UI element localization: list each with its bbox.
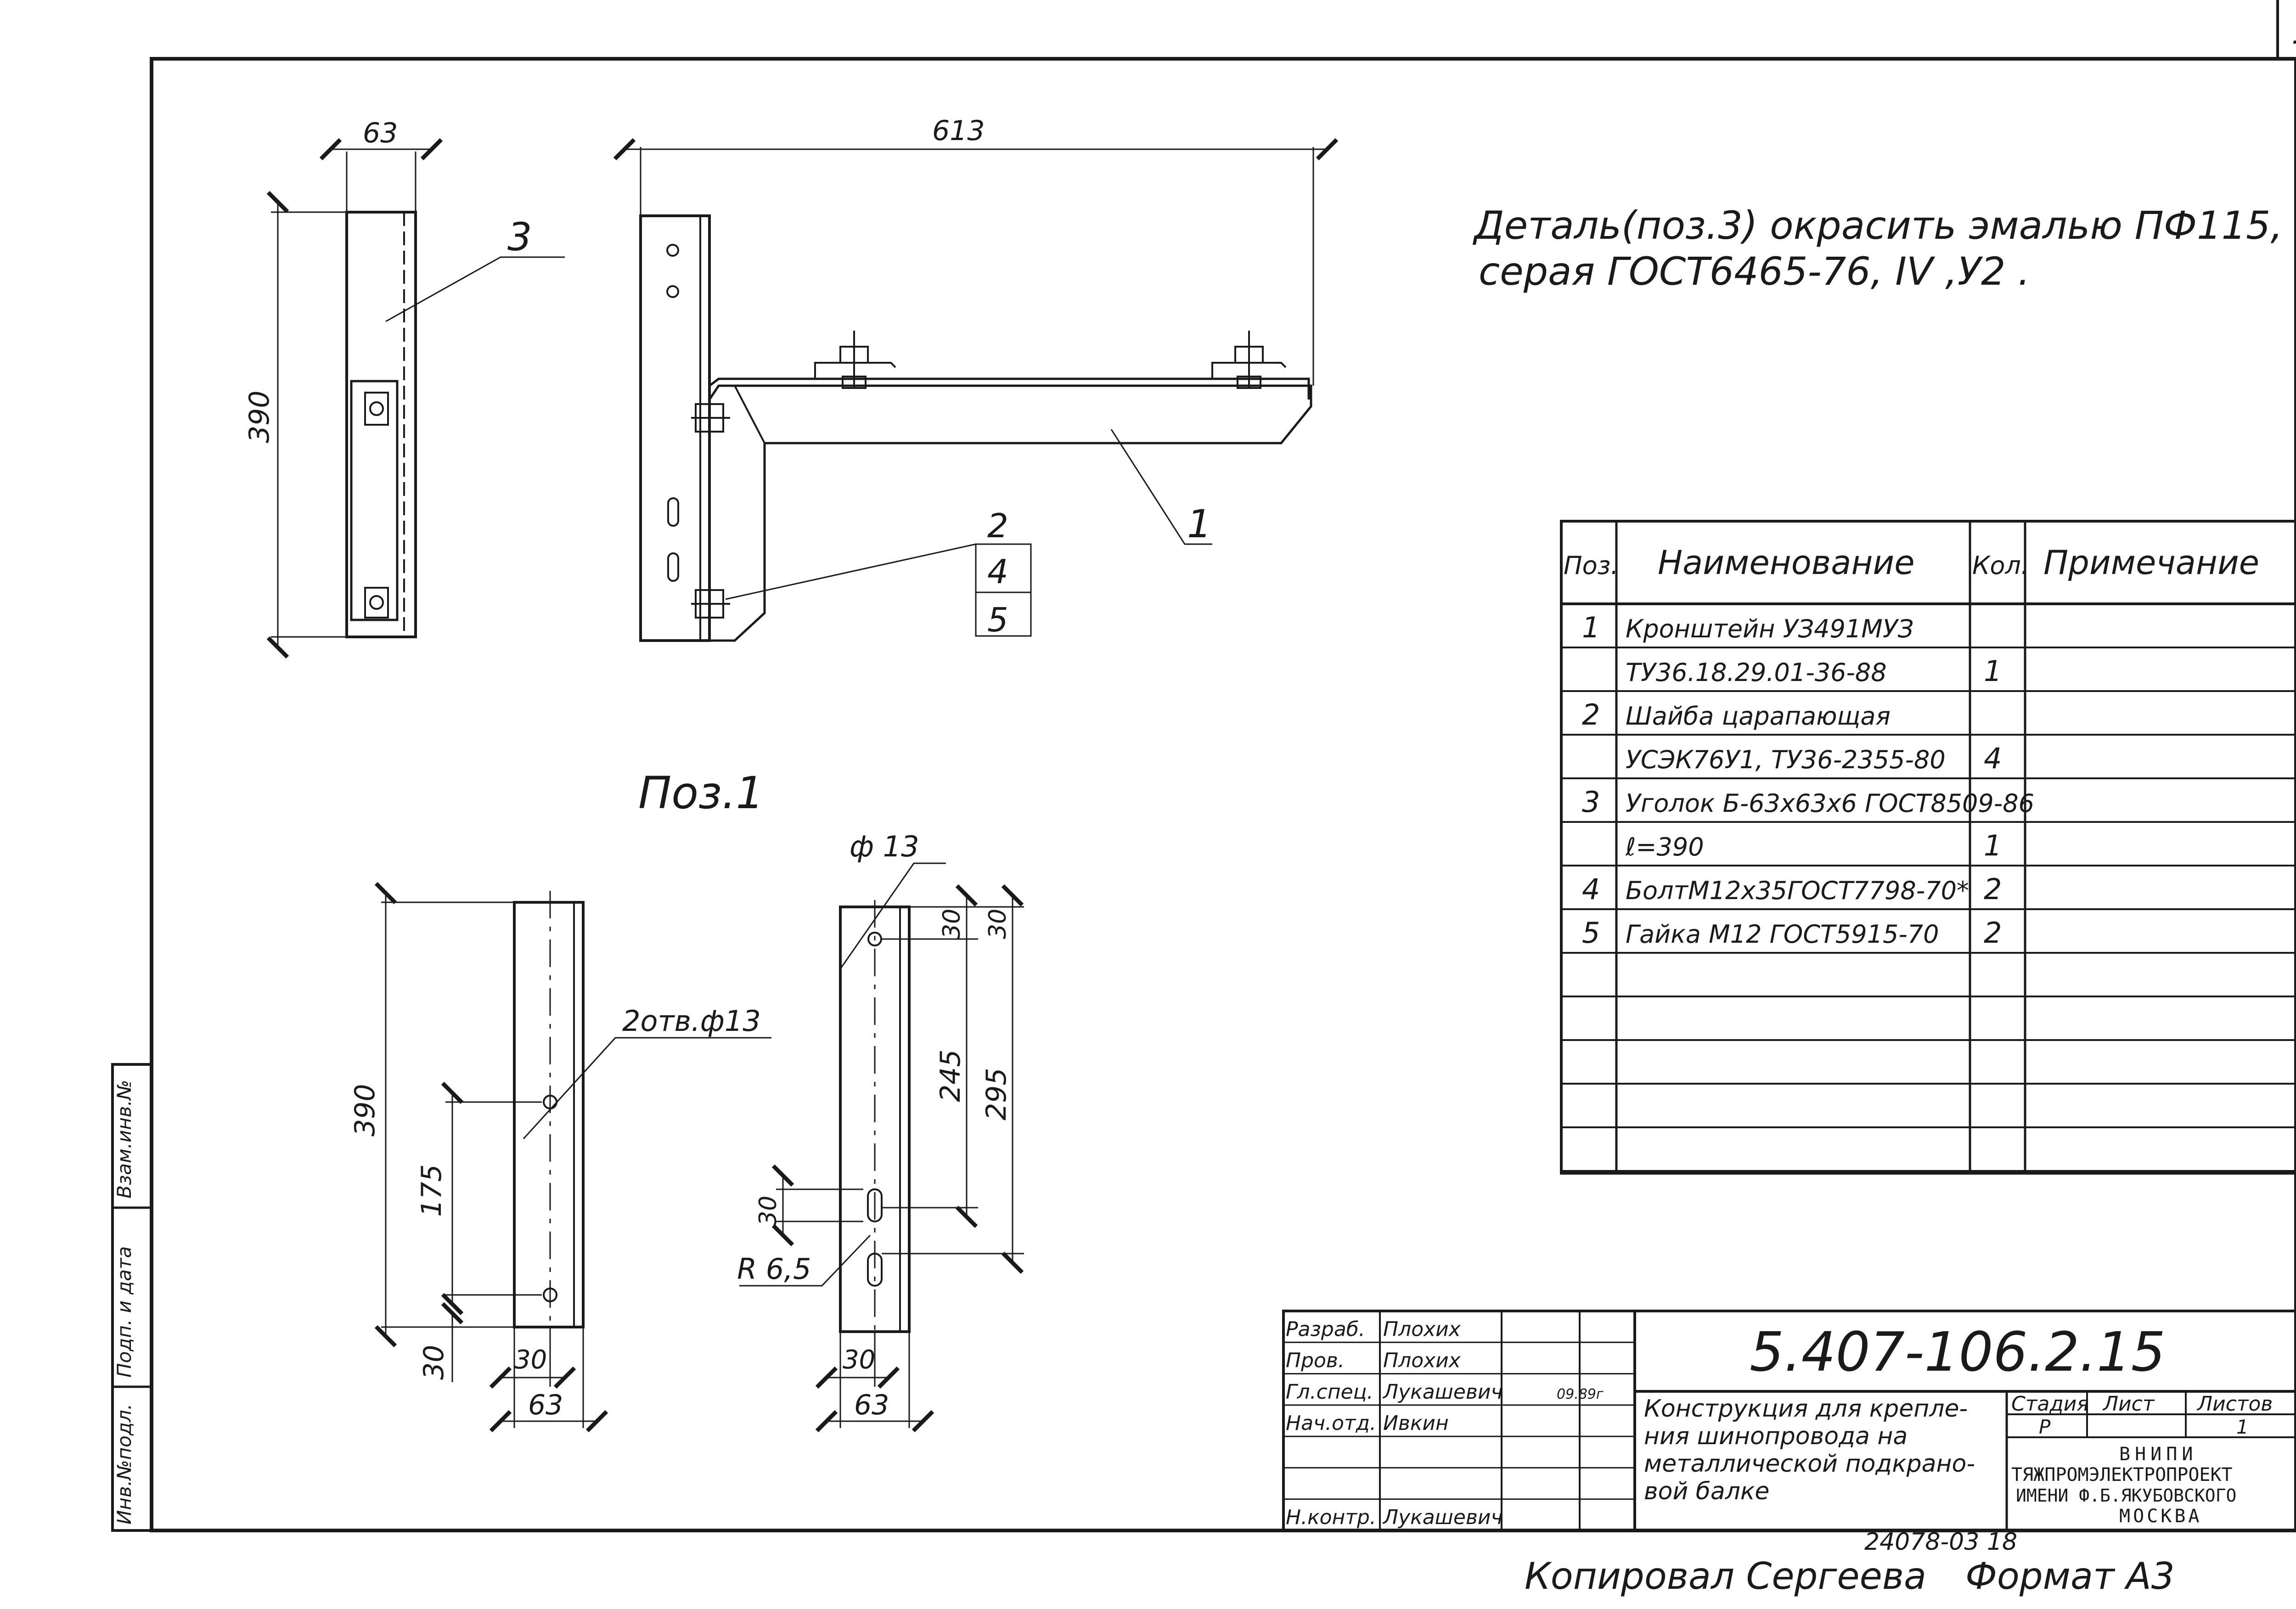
sheets-value: 1 [2236,1416,2249,1438]
pos1-side-top-dim-outer: 30 [984,909,1012,939]
spec-cell-name: Уголок Б-63х63х6 ГОСТ8509-86 [1626,789,2034,818]
title-name: Ивкин [1383,1412,1449,1435]
archive-number: 24078-03 18 [1864,1528,2017,1556]
spec-cell-qty: 2 [1984,916,2002,950]
detail-3-view: 63 390 3 [243,117,565,659]
pos1-side-view: ф 13 30 30 245 295 30 R 6,5 30 63 [737,830,1024,1433]
pos1-front-offset-dim: 30 [514,1345,547,1375]
stage-value: Р [2039,1416,2051,1438]
spec-cell-qty: 1 [1984,829,2002,862]
spec-cell-name: Шайба царапающая [1626,702,1891,731]
side-stamp-sign: Подп. и дата [113,1246,135,1378]
spec-cell-pos: 2 [1582,698,1600,731]
pos1-title: Поз.1 [638,767,764,819]
assembly-width-dim: 613 [932,115,985,147]
side-stamp-replace: Взам.инв.№ [113,1080,135,1198]
org-line1: ВНИПИ [2119,1444,2197,1465]
spec-header-qty: Кол. [1972,551,2029,580]
page-number: 17 [2291,10,2296,52]
title-role: Пров. [1286,1349,1345,1373]
description-line1: Конструкция для крепле- [1644,1395,1968,1423]
assembly-leader-1: 1 [1187,501,1211,546]
description-line3: металлической подкрано- [1644,1450,1975,1478]
pos1-front-bottom-dim: 30 [418,1345,450,1380]
title-name: Плохих [1383,1317,1461,1341]
spec-header-pos: Поз. [1564,551,1619,580]
pos1-front-view: 390 175 30 30 63 2отв.ф13 [349,882,771,1433]
sheet-header: Лист [2102,1392,2155,1416]
spec-cell-qty: 4 [1984,742,2002,775]
spec-header-note: Примечание [2043,543,2259,582]
paint-note-line2: серая ГОСТ6465-76, IV ,У2 . [1479,249,2030,294]
title-role: Разраб. [1286,1317,1365,1341]
org-line4: МОСКВА [2119,1506,2202,1527]
assembly-leader-2: 2 [987,506,1008,545]
description-line2: ния шинопровода на [1644,1423,1908,1450]
side-stamp-inv: Инв.№подл. [113,1404,135,1525]
title-role: Гл.спец. [1286,1380,1373,1404]
pos1-side-hole-label: ф 13 [850,830,919,863]
pos1-front-height-dim: 390 [349,1084,381,1136]
spec-cell-qty: 1 [1984,654,2002,688]
copied-by: Копировал Сергеева [1525,1555,1926,1598]
spec-cell-name: Гайка М12 ГОСТ5915-70 [1626,920,1939,949]
doc-number: 5.407-106.2.15 [1750,1320,2166,1384]
title-block: Разраб.ПлохихПров.ПлохихГл.спец.Лукашеви… [1282,1310,2296,1532]
description-line4: вой балке [1644,1478,1769,1505]
spec-cell-qty: 2 [1984,872,2002,906]
title-name: Лукашевич [1382,1380,1503,1404]
pos1-side-top-dim-inner: 30 [938,909,966,939]
paint-note-line1: Деталь(поз.3) окрасить эмалью ПФ115, [1472,203,2283,248]
pos1-side-offset-dim: 30 [843,1345,875,1375]
spec-cell-name: ℓ=390 [1625,833,1704,861]
pos1-front-hole-dim: 175 [416,1164,448,1217]
spec-table: Поз. Наименование Кол. Примечание 1 Кронш… [1560,520,2296,1175]
title-name: Плохих [1383,1349,1461,1373]
title-date: 09.89г [1557,1386,1604,1402]
spec-cell-name: БолтМ12х35ГОСТ7798-70* [1626,876,1969,905]
sheets-header: Листов [2196,1392,2273,1416]
side-stamp: Инв.№подл. Подп. и дата Взам.инв.№ [111,1063,153,1532]
pos1-front-width-dim: 63 [528,1389,563,1421]
spec-cell-pos: 1 [1582,611,1600,644]
spec-cell-pos: 5 [1582,916,1600,950]
stage-header: Стадия [2011,1392,2089,1416]
detail3-height-dim: 390 [243,390,276,443]
title-role: Нач.отд. [1286,1412,1376,1435]
detail3-leader: 3 [507,214,532,259]
spec-header-name: Наименование [1658,543,1915,582]
assembly-view: 613 1 2 4 5 [613,115,1339,642]
spec-cell-name: Кронштейн УЗ491МУЗ [1626,614,1913,643]
pos1-side-width-dim: 63 [854,1389,889,1421]
pos1-front-holes-label: 2отв.ф13 [622,1004,761,1038]
spec-cell-pos: 4 [1582,872,1600,906]
pos1-side-total-dim: 295 [980,1068,1013,1120]
spec-cell-name: ТУ36.18.29.01-36-88 [1626,658,1887,687]
spec-cell-pos: 3 [1582,785,1600,819]
sheet-frame [150,57,2296,1532]
org-line2: ТЯЖПРОМЭЛЕКТРОПРОЕКТ [2011,1464,2233,1485]
spec-cell-name: УСЭК76У1, ТУ36-2355-80 [1626,745,1946,774]
assembly-leader-5: 5 [987,601,1008,639]
detail3-width-dim: 63 [363,117,398,149]
pos1-side-slot-height: 30 [754,1196,782,1226]
assembly-leader-4: 4 [987,552,1008,591]
org-line3: ИМЕНИ Ф.Б.ЯКУБОВСКОГО [2016,1485,2236,1506]
pos1-side-radius-label: R 6,5 [737,1252,811,1286]
pos1-side-slot-dim: 245 [934,1049,967,1102]
title-name: Лукашевич [1382,1506,1503,1529]
title-role: Н.контр. [1286,1506,1376,1529]
format-label: Формат А3 [1965,1555,2175,1598]
